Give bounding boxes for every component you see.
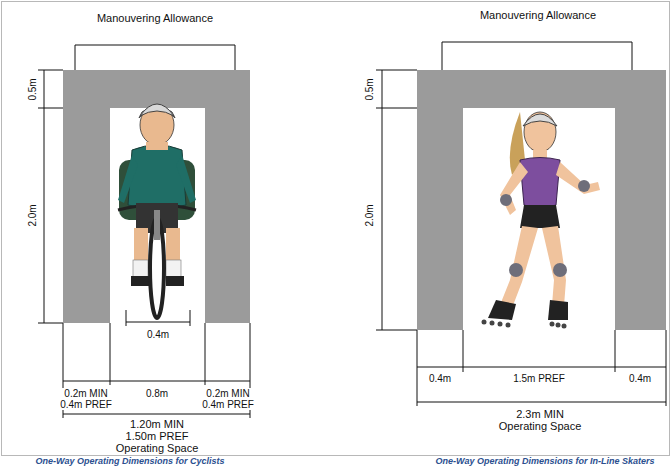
dimension-label: Manouvering Allowance: [95, 12, 215, 24]
dimension-lines: [376, 42, 666, 406]
manoeuvring-frame: [417, 70, 666, 330]
dimension-label: 2.3m MIN Operating Space: [497, 408, 584, 432]
panel-border: [2, 2, 670, 456]
dimension-lines: [38, 45, 250, 418]
dimension-label: 2.0m: [26, 202, 37, 228]
dimension-label: 1.20m MIN 1.50m PREF Operating Space: [114, 418, 201, 454]
dimension-label: 1.5m PREF: [511, 373, 567, 384]
figure-caption: One-Way Operating Dimensions for Cyclist…: [34, 457, 227, 467]
cyclist-figure: [118, 104, 196, 318]
dimension-label: 0.2m MIN 0.4m PREF: [58, 388, 114, 410]
manoeuvring-frame: [63, 70, 250, 323]
dimension-label: 0.5m: [26, 76, 37, 102]
skater-figure: [482, 112, 601, 329]
dimension-label: 0.4m: [427, 373, 453, 384]
dimension-label: 2.0m: [363, 202, 374, 228]
figure-caption: One-Way Operating Dimensions for In-Line…: [434, 457, 657, 467]
dimension-label: 0.4m: [627, 373, 653, 384]
dimension-label: 0.2m MIN 0.4m PREF: [200, 388, 256, 410]
dimension-label: Manouvering Allowance: [478, 9, 598, 21]
dimension-label: 0.4m: [145, 329, 171, 340]
dimension-label: 0.8m: [144, 388, 170, 399]
dimension-label: 0.5m: [363, 76, 374, 102]
